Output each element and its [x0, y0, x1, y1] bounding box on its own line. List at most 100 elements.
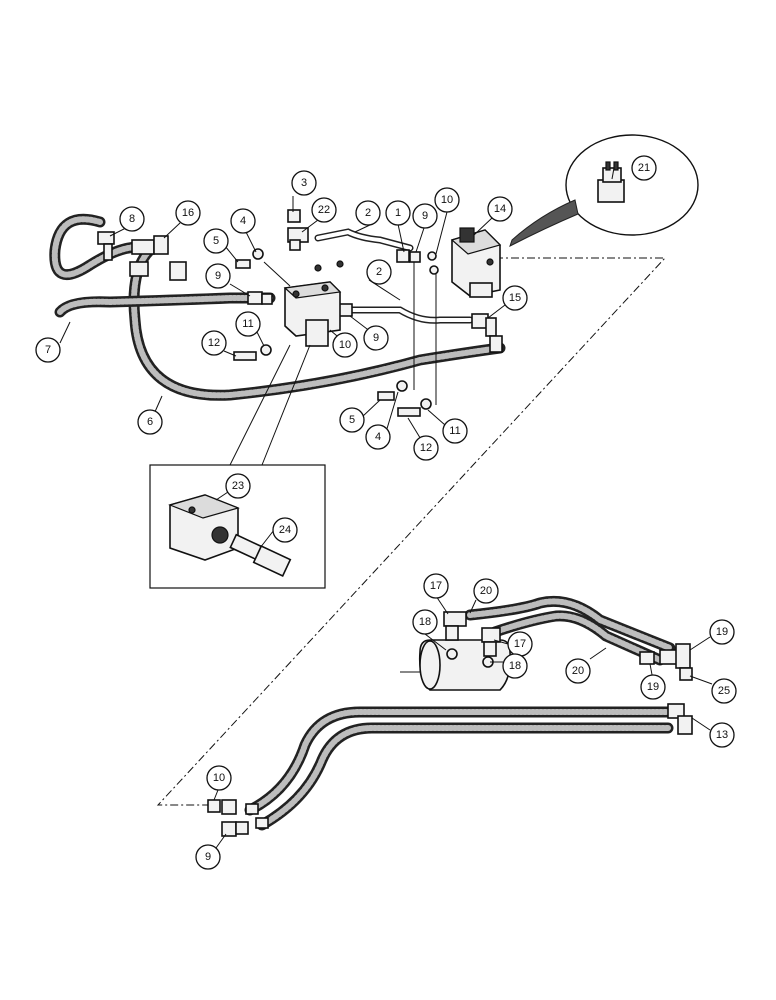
svg-text:10: 10 — [339, 339, 351, 351]
callout-2-upper: 2 — [355, 200, 381, 226]
callout-17-lower: 17 — [507, 631, 533, 657]
valve-body-23-icon — [168, 494, 240, 561]
detail-box-23-24 — [149, 344, 326, 589]
tube-2-upper — [314, 228, 414, 252]
fittings-9-10-lower — [207, 799, 269, 837]
callout-5-lower: 5 — [339, 407, 365, 433]
callout-5-upper: 5 — [203, 228, 229, 254]
svg-text:24: 24 — [279, 524, 291, 536]
callout-21: 21 — [631, 155, 657, 181]
hose-6 — [49, 213, 506, 401]
svg-text:1: 1 — [395, 207, 401, 219]
svg-text:18: 18 — [509, 660, 521, 672]
svg-text:23: 23 — [232, 480, 244, 492]
switch-21-icon — [597, 161, 625, 203]
svg-text:22: 22 — [318, 204, 330, 216]
svg-text:4: 4 — [240, 215, 246, 227]
detail-circle-21 — [509, 134, 699, 248]
svg-text:12: 12 — [208, 337, 220, 349]
callout-18-right: 18 — [502, 653, 528, 679]
callout-6: 6 — [137, 409, 163, 435]
hose-20-pair — [464, 595, 676, 666]
callout-19-right: 19 — [709, 619, 735, 645]
callout-8: 8 — [119, 206, 145, 232]
svg-text:2: 2 — [376, 266, 382, 278]
callout-1: 1 — [385, 200, 411, 226]
fitting-13-icon — [667, 703, 693, 735]
callout-9-middle: 9 — [363, 325, 389, 351]
callout-25: 25 — [711, 678, 737, 704]
svg-text:7: 7 — [45, 344, 51, 356]
fitting-8-icon — [97, 231, 115, 261]
svg-text:12: 12 — [420, 442, 432, 454]
fitting-16-icon — [129, 235, 187, 281]
tube-2-lower — [346, 306, 474, 324]
callout-20-lower: 20 — [565, 658, 591, 684]
hose-7 — [54, 292, 276, 318]
alignment-lines — [263, 261, 437, 405]
svg-text:10: 10 — [213, 772, 225, 784]
svg-text:9: 9 — [205, 851, 211, 863]
callout-15: 15 — [502, 285, 528, 311]
callout-7: 7 — [35, 337, 61, 363]
valve-14-icon — [450, 227, 502, 298]
callout-11-lower: 11 — [442, 418, 468, 444]
svg-text:9: 9 — [373, 332, 379, 344]
callout-3: 3 — [291, 170, 317, 196]
svg-text:19: 19 — [716, 626, 728, 638]
hose-13-pair — [244, 706, 676, 831]
callout-22: 22 — [311, 197, 337, 223]
callout-2-lower: 2 — [366, 259, 392, 285]
svg-text:20: 20 — [572, 665, 584, 677]
callout-17-upper: 17 — [423, 573, 449, 599]
bolts-and-washers — [233, 248, 439, 417]
callout-4-lower: 4 — [365, 424, 391, 450]
svg-text:20: 20 — [480, 585, 492, 597]
svg-text:25: 25 — [718, 685, 730, 697]
fittings-9-row — [247, 249, 421, 317]
fitting-15-icon — [471, 313, 503, 353]
callout-18-left: 18 — [412, 609, 438, 635]
callout-4-upper: 4 — [230, 208, 256, 234]
svg-text:6: 6 — [147, 416, 153, 428]
callout-9-upper-right: 9 — [412, 203, 438, 229]
svg-text:3: 3 — [301, 177, 307, 189]
svg-text:16: 16 — [182, 207, 194, 219]
svg-text:13: 13 — [716, 729, 728, 741]
callout-9-lower: 9 — [195, 844, 221, 870]
svg-text:17: 17 — [514, 638, 526, 650]
valve-block-10-icon — [283, 281, 342, 347]
callout-16: 16 — [175, 200, 201, 226]
svg-text:21: 21 — [638, 162, 650, 174]
svg-text:14: 14 — [494, 203, 506, 215]
callout-13: 13 — [709, 722, 735, 748]
reference-lines — [156, 257, 667, 806]
callout-24: 24 — [272, 517, 298, 543]
svg-text:4: 4 — [375, 431, 381, 443]
callout-12-lower: 12 — [413, 435, 439, 461]
svg-text:5: 5 — [349, 414, 355, 426]
callout-14: 14 — [487, 196, 513, 222]
svg-text:15: 15 — [509, 292, 521, 304]
svg-text:11: 11 — [242, 318, 253, 330]
svg-text:10: 10 — [441, 194, 453, 206]
cartridge-24-icon — [229, 533, 292, 577]
callout-9-left: 9 — [205, 263, 231, 289]
fitting-22-icon — [287, 227, 309, 251]
svg-text:18: 18 — [419, 616, 431, 628]
svg-text:11: 11 — [449, 425, 460, 437]
svg-text:19: 19 — [647, 681, 659, 693]
svg-text:2: 2 — [365, 207, 371, 219]
callout-20-upper: 20 — [473, 578, 499, 604]
fittings-17-18-19 — [443, 611, 693, 681]
callout-12-upper: 12 — [201, 330, 227, 356]
leader-lines — [59, 167, 713, 849]
svg-text:9: 9 — [215, 270, 221, 282]
callout-10-lower: 10 — [206, 765, 232, 791]
svg-text:8: 8 — [129, 213, 135, 225]
callout-23: 23 — [225, 473, 251, 499]
svg-text:5: 5 — [213, 235, 219, 247]
cap-3-icon — [287, 209, 301, 223]
callout-10-middle: 10 — [332, 332, 358, 358]
